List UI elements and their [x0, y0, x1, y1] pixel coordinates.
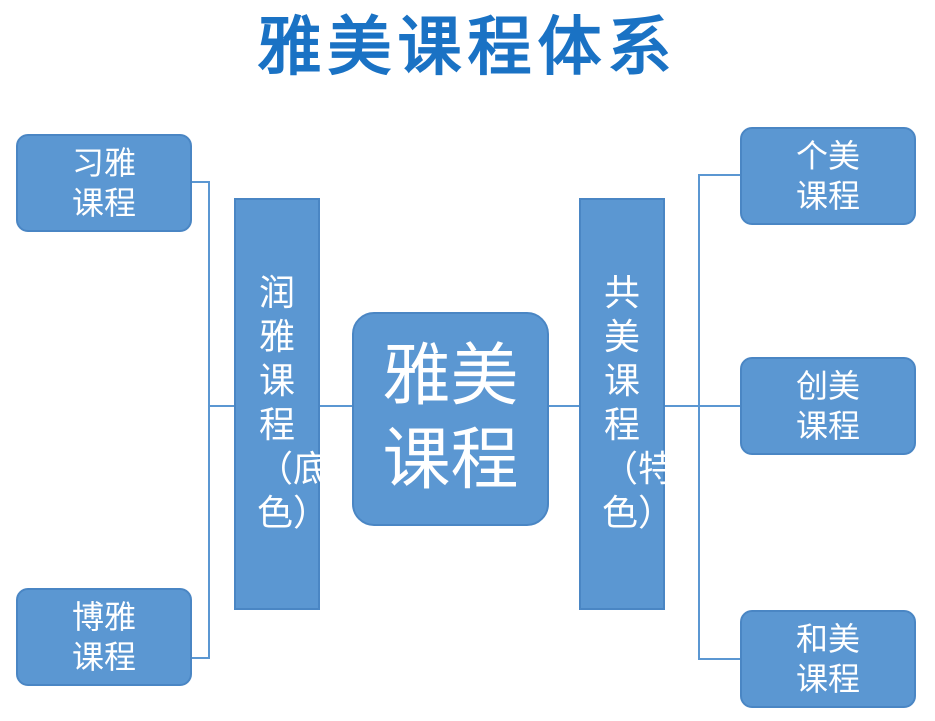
node-chuangmei: 创美课程	[740, 357, 916, 455]
node-gongmei-label: 共美课程（特色）	[602, 273, 675, 534]
connector-right-mid-h	[698, 405, 740, 407]
connector-left-top-h	[192, 181, 210, 183]
node-hemei: 和美课程	[740, 610, 916, 708]
connector-rightcol-bracket	[665, 405, 699, 407]
node-hemei-label: 和美课程	[795, 620, 860, 698]
connector-left-mid-h	[208, 405, 234, 407]
node-center-label: 雅美课程	[382, 337, 519, 500]
diagram-title: 雅美课程体系	[257, 11, 678, 85]
node-gemei-label: 个美课程	[795, 137, 860, 215]
node-xiya-label: 习雅课程	[71, 144, 136, 222]
connector-leftcol-center	[320, 405, 352, 407]
node-boya-label: 博雅课程	[71, 598, 136, 676]
connector-left-vertical	[208, 181, 210, 659]
connector-right-vertical	[698, 174, 700, 660]
node-boya: 博雅课程	[16, 588, 192, 686]
connector-right-bottom-h	[698, 658, 740, 660]
node-chuangmei-label: 创美课程	[795, 367, 860, 445]
node-runya-column: 润雅课程（底色）	[234, 198, 330, 610]
connector-center-rightcol	[549, 405, 579, 407]
node-gemei: 个美课程	[740, 127, 916, 225]
node-runya-label: 润雅课程（底色）	[257, 273, 330, 534]
node-xiya: 习雅课程	[16, 134, 192, 232]
connector-left-bottom-h	[192, 657, 210, 659]
connector-right-top-h	[698, 174, 740, 176]
node-center: 雅美课程	[352, 312, 549, 526]
node-gongmei-column: 共美课程（特色）	[579, 198, 675, 610]
